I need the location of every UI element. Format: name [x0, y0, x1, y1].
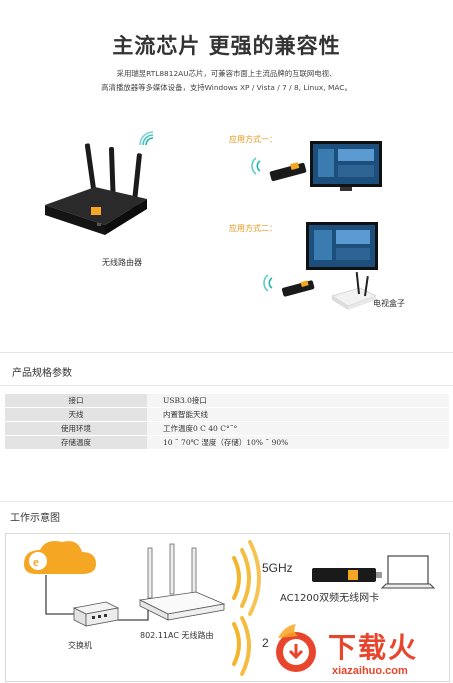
usb-network-card-icon — [312, 568, 382, 582]
table-row: 使用环境 工作温度0 C 40 C°˜° — [5, 421, 449, 436]
tv-box-icon — [331, 272, 378, 310]
svg-text:e: e — [33, 554, 39, 569]
divider — [0, 385, 453, 386]
network-card-label: AC1200双频无线网卡 — [280, 593, 380, 604]
watermark-text: 下载火 — [328, 631, 419, 664]
table-row: 存储温度 10 ˜ 70℃ 湿度（存储）10% ˜ 90% — [5, 435, 449, 450]
wifi-icon — [139, 131, 154, 146]
specs-table: 接口 USB3.0接口 天线 内置智能天线 使用环境 工作温度0 C 40 C°… — [5, 394, 449, 450]
usage-one-illustration — [251, 141, 382, 191]
router-label: 802.11AC 无线路由 — [140, 631, 214, 640]
router-caption: 无线路由器 — [102, 258, 142, 267]
spec-key: 使用环境 — [5, 421, 147, 436]
table-row: 接口 USB3.0接口 — [5, 394, 449, 408]
subtitle-line-1: 采用瑞昱RTL8812AU芯片，可兼容市面上主流品牌的互联网电视、 — [116, 69, 337, 78]
specs-section-title: 产品规格参数 — [12, 368, 72, 379]
divider — [0, 501, 453, 502]
subtitle-line-2: 高清播放器等多媒体设备，支持Windows XP / Vista / 7 / 8… — [101, 83, 352, 92]
internet-cloud-icon: e — [24, 541, 96, 574]
wifi-icon — [263, 274, 273, 292]
band-2ghz-label: 2 — [262, 636, 269, 650]
spec-key: 存储温度 — [5, 435, 147, 450]
laptop-icon — [380, 555, 436, 589]
spec-key: 接口 — [5, 394, 147, 408]
router-illustration — [45, 131, 154, 235]
usage-two-label: 应用方式二： — [229, 224, 277, 233]
spec-value: 内置智能天线 — [147, 407, 449, 422]
wifi-waves-icon — [232, 540, 261, 676]
switch-icon — [72, 601, 120, 627]
switch-label: 交换机 — [68, 641, 92, 650]
usb-dongle-icon — [269, 162, 307, 182]
spec-value: 10 ˜ 70℃ 湿度（存储）10% ˜ 90% — [147, 435, 449, 450]
spec-key: 天线 — [5, 407, 147, 422]
wifi-icon — [251, 157, 261, 175]
table-row: 天线 内置智能天线 — [5, 407, 449, 422]
spec-value: 工作温度0 C 40 C°˜° — [147, 421, 449, 436]
spec-value: USB3.0接口 — [147, 394, 449, 408]
network-diagram: e — [5, 533, 450, 682]
usb-dongle-icon — [281, 280, 315, 297]
watermark-url: xiazaihuo.com — [332, 665, 408, 677]
usage-two-illustration — [263, 222, 378, 310]
tvbox-caption: 电视盒子 — [373, 299, 405, 308]
page-title: 主流芯片 更强的兼容性 — [112, 34, 341, 58]
router-icon — [138, 543, 226, 621]
diagram-drawing: e — [24, 540, 436, 676]
band-5ghz-label: 5GHz — [262, 561, 293, 575]
diagram-section-title: 工作示意图 — [10, 513, 60, 524]
watermark-logo-icon — [276, 624, 316, 672]
usage-one-label: 应用方式一： — [229, 135, 277, 144]
divider — [0, 352, 453, 353]
